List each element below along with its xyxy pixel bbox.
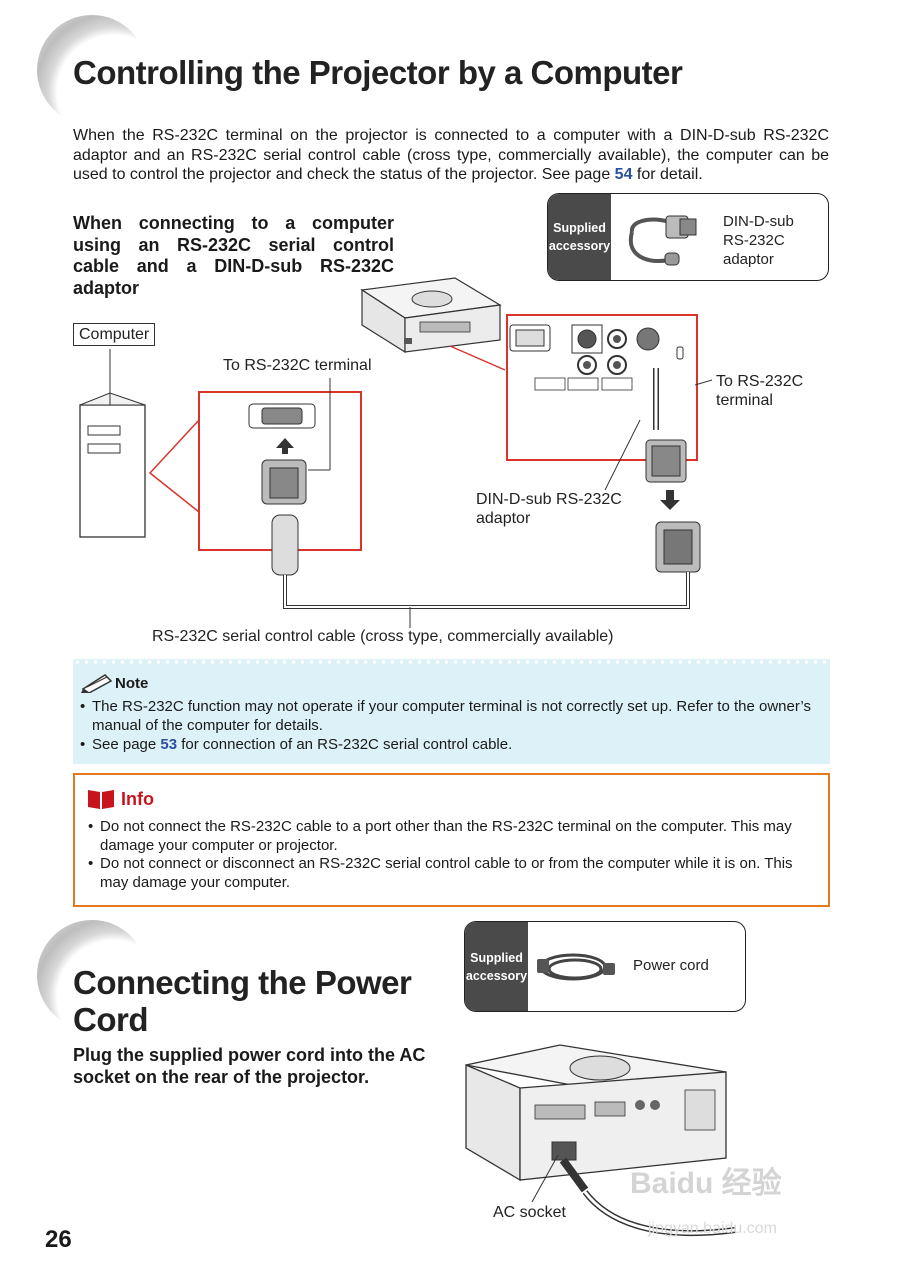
page-link-53[interactable]: 53	[160, 736, 178, 753]
accessory-label-power: Power cord	[633, 957, 709, 974]
projector-rear-illustration	[465, 1044, 736, 1237]
ac-socket-label: AC socket	[493, 1204, 566, 1221]
section-title: Controlling the Projector by a Computer	[73, 54, 683, 91]
info-item: Do not connect or disconnect an RS-232C …	[86, 855, 821, 892]
power-cord-icon	[537, 953, 615, 981]
projector-illustration	[360, 277, 502, 354]
connection-diagram	[79, 277, 713, 628]
page-link-54[interactable]: 54	[614, 166, 633, 183]
info-list: Do not connect the RS-232C cable to a po…	[86, 818, 821, 892]
supplied-accessory-tag: Supplied accessory	[465, 922, 528, 1011]
to-rs232c-terminal-label-left: To RS-232C terminal	[223, 357, 372, 374]
intro-paragraph: When the RS-232C terminal on the project…	[73, 126, 829, 185]
book-icon	[88, 790, 114, 809]
supplied-accessory-tag: Supplied accessory	[548, 194, 611, 280]
info-item: Do not connect the RS-232C cable to a po…	[86, 818, 821, 855]
din-adaptor-icon	[628, 215, 697, 266]
note-title: Note	[115, 675, 149, 692]
to-rs232c-terminal-label-right: To RS-232C terminal	[716, 373, 804, 409]
subheading: When connecting to a computer using an R…	[73, 213, 394, 298]
section-swoosh-decoration	[37, 920, 147, 1030]
intro-text: When the RS-232C terminal on the project…	[73, 127, 829, 183]
note-box: Note The RS-232C function may not operat…	[73, 659, 830, 764]
page-number: 26	[45, 1226, 72, 1253]
watermark-logo: Baidu 经验	[630, 1167, 782, 1200]
section-title-power-cord: Connecting the Power Cord	[73, 964, 412, 1038]
note-text: See page	[92, 736, 161, 753]
section-swoosh-decoration	[37, 15, 147, 125]
cable-label: RS-232C serial control cable (cross type…	[152, 628, 614, 645]
note-dotted-border	[73, 659, 830, 665]
info-box: Info Do not connect the RS-232C cable to…	[73, 773, 830, 907]
note-text-end: for connection of an RS-232C serial cont…	[177, 736, 513, 753]
supplied-accessory-box: Supplied accessory DIN-D-sub RS-232C ada…	[547, 193, 829, 281]
intro-text-end: for detail.	[632, 166, 703, 183]
note-item: The RS-232C function may not operate if …	[78, 697, 823, 735]
note-item: See page 53 for connection of an RS-232C…	[78, 735, 823, 754]
note-list: The RS-232C function may not operate if …	[78, 697, 823, 754]
accessory-label: DIN-D-sub RS-232C adaptor	[723, 213, 794, 268]
info-title: Info	[121, 789, 154, 809]
power-subheading: Plug the supplied power cord into the AC…	[73, 1045, 426, 1087]
supplied-accessory-box-power: Supplied accessory Power cord	[464, 921, 746, 1012]
power-diagram	[465, 1044, 736, 1237]
watermark-url: jingyan.baidu.com	[648, 1220, 777, 1237]
din-adaptor-label: DIN-D-sub RS-232C adaptor	[476, 491, 622, 527]
pencil-note-icon	[81, 674, 113, 693]
computer-label: Computer	[73, 323, 156, 346]
